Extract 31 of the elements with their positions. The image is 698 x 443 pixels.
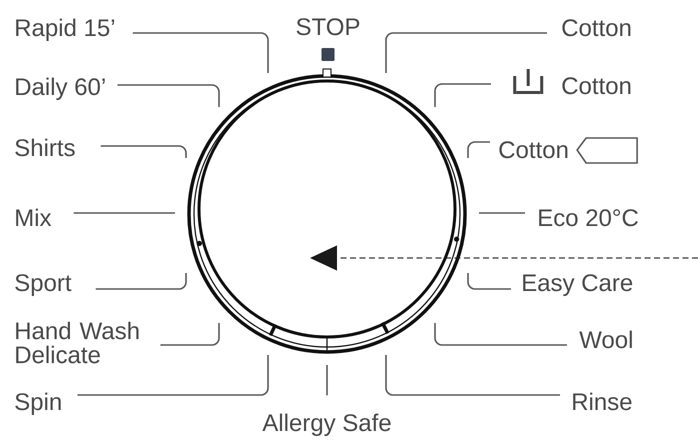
- program-label: Cotton: [562, 77, 630, 94]
- program-label: Easy Care: [523, 274, 632, 296]
- leader-line: [467, 273, 511, 290]
- leader-line: [117, 84, 220, 107]
- program-label: Hand Wash Delicate: [16, 322, 138, 364]
- leader-line: [77, 355, 269, 396]
- program-label: Mix: [16, 208, 52, 226]
- leader-line: [434, 323, 567, 346]
- program-label: Cotton: [499, 141, 568, 158]
- leader-line: [326, 365, 328, 396]
- program-label: Sport: [15, 274, 72, 296]
- program-label: Spin: [15, 392, 61, 415]
- program-label: Shirts: [15, 138, 75, 156]
- leader-line: [96, 273, 187, 290]
- program-label: Allergy Safe: [262, 414, 391, 436]
- program-label: Rinse: [573, 392, 632, 410]
- leader-line: [434, 83, 491, 107]
- position-label: STOP: [296, 18, 360, 36]
- leader-line: [132, 32, 269, 73]
- leader-line: [385, 32, 547, 73]
- program-label: Eco 20°C: [539, 209, 638, 226]
- leader-line: [160, 323, 220, 346]
- program-label: Daily 60’: [16, 78, 105, 100]
- leader-line: [74, 212, 175, 214]
- leader-line: [385, 355, 560, 396]
- program-label: Wool: [579, 330, 632, 348]
- leader-line: [467, 141, 490, 158]
- leader-line: [479, 212, 525, 214]
- program-label: Rapid 15’: [16, 18, 114, 41]
- selector-dial: [187, 68, 467, 354]
- program-label: Cotton: [562, 19, 630, 36]
